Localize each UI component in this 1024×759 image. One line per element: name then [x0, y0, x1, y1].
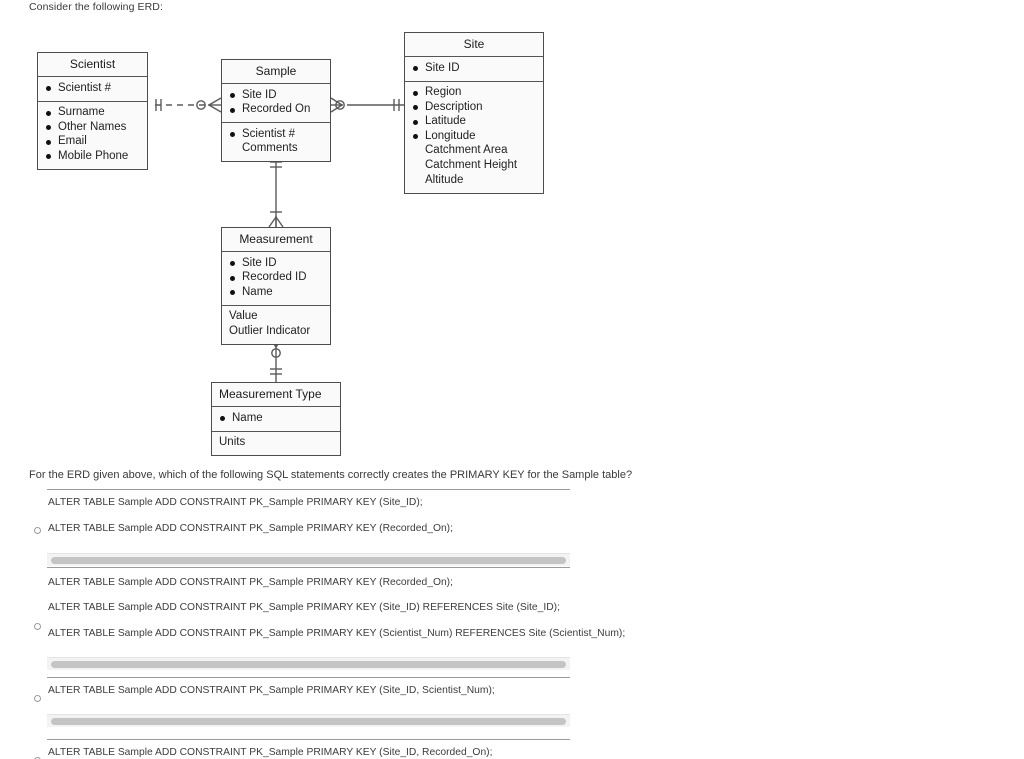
attribute-row: Outlier Indicator: [229, 324, 311, 337]
attribute-row: Site ID: [412, 61, 536, 76]
answer-option[interactable]: ALTER TABLE Sample ADD CONSTRAINT PK_Sam…: [0, 567, 1024, 670]
entity-scientist: Scientist Scientist # Surname Other Name…: [37, 52, 148, 170]
entity-key-section: Site ID Recorded On: [222, 83, 330, 122]
entity-title: Sample: [255, 64, 297, 78]
entity-measurement: Measurement Site ID Recorded ID Name Val…: [221, 227, 331, 345]
attribute-row: Scientist #: [45, 81, 140, 96]
entity-attr-section: Units: [212, 430, 340, 456]
answer-option[interactable]: ALTER TABLE Sample ADD CONSTRAINT PK_Sam…: [0, 489, 1024, 566]
option-line: ALTER TABLE Sample ADD CONSTRAINT PK_Sam…: [48, 602, 560, 614]
erd-diagram: Scientist Scientist # Surname Other Name…: [0, 0, 620, 462]
attribute-row: Name: [229, 285, 323, 300]
answer-option[interactable]: ALTER TABLE Sample ADD CONSTRAINT PK_Sam…: [0, 677, 1024, 727]
option-text-block: ALTER TABLE Sample ADD CONSTRAINT PK_Sam…: [0, 677, 1024, 696]
option-divider: [47, 739, 570, 740]
option-radio[interactable]: [34, 623, 41, 630]
entity-key-section: Name: [212, 406, 340, 431]
entity-title: Measurement Type: [219, 387, 322, 401]
scrollbar-thumb[interactable]: [51, 718, 566, 725]
option-line: ALTER TABLE Sample ADD CONSTRAINT PK_Sam…: [48, 685, 495, 696]
entity-title: Scientist: [69, 57, 116, 71]
attribute-row: Recorded ID: [229, 271, 323, 286]
entity-measurement-type: Measurement Type Name Units: [211, 382, 341, 457]
scrollbar-thumb[interactable]: [51, 557, 566, 564]
attribute-row: Site ID: [229, 256, 323, 271]
attribute-row: Description: [412, 100, 536, 115]
attribute-row: Other Names: [45, 120, 140, 135]
attribute-row: Value: [229, 310, 258, 323]
option-text-block: ALTER TABLE Sample ADD CONSTRAINT PK_Sam…: [0, 567, 1024, 639]
option-divider: [47, 567, 570, 568]
entity-sample: Sample Site ID Recorded On Scientist # C…: [221, 59, 331, 163]
attribute-row: Comments: [242, 142, 298, 155]
option-text-block: ALTER TABLE Sample ADD CONSTRAINT PK_Sam…: [0, 739, 1024, 758]
entity-key-section: Site ID Recorded ID Name: [222, 251, 330, 305]
attribute-row: Email: [45, 135, 140, 150]
attribute-row: Units: [219, 436, 246, 449]
option-radio[interactable]: [34, 757, 41, 759]
attribute-row: Recorded On: [229, 103, 323, 118]
entity-attr-section: Surname Other Names Email Mobile Phone: [38, 100, 147, 169]
answer-options-list: ALTER TABLE Sample ADD CONSTRAINT PK_Sam…: [0, 489, 1024, 759]
attribute-row: Mobile Phone: [45, 149, 140, 164]
attribute-row: Catchment Height: [425, 159, 518, 172]
option-radio[interactable]: [34, 695, 41, 702]
attribute-row: Site ID: [229, 88, 323, 103]
answer-option[interactable]: ALTER TABLE Sample ADD CONSTRAINT PK_Sam…: [0, 739, 1024, 759]
attribute-row: Region: [412, 86, 536, 101]
attribute-row: Surname: [45, 106, 140, 121]
entity-title: Site: [463, 37, 485, 51]
option-line: ALTER TABLE Sample ADD CONSTRAINT PK_Sam…: [48, 523, 453, 535]
attribute-row: Longitude: [412, 129, 536, 144]
option-scrollbar[interactable]: [47, 714, 570, 727]
option-line: ALTER TABLE Sample ADD CONSTRAINT PK_Sam…: [48, 627, 626, 639]
entity-key-section: Scientist #: [38, 76, 147, 101]
option-scrollbar[interactable]: [47, 657, 570, 670]
attribute-row: Catchment Area: [425, 144, 508, 157]
attribute-row: Scientist #: [229, 127, 323, 142]
option-divider: [47, 677, 570, 678]
entity-attr-section: Scientist # Comments: [222, 122, 330, 161]
option-scrollbar[interactable]: [47, 553, 570, 566]
entity-key-section: Site ID: [405, 56, 543, 81]
prompt-text: Consider the following ERD:: [29, 1, 164, 13]
option-line: ALTER TABLE Sample ADD CONSTRAINT PK_Sam…: [48, 577, 453, 588]
option-line: ALTER TABLE Sample ADD CONSTRAINT PK_Sam…: [48, 747, 493, 758]
question-text: For the ERD given above, which of the fo…: [29, 469, 633, 481]
entity-attr-section: Region Description Latitude Longitude Ca…: [405, 80, 543, 193]
entity-attr-section: Value Outlier Indicator: [222, 304, 330, 344]
option-line: ALTER TABLE Sample ADD CONSTRAINT PK_Sam…: [48, 497, 423, 508]
attribute-row: Name: [219, 411, 333, 426]
option-divider: [47, 489, 570, 490]
option-text-block: ALTER TABLE Sample ADD CONSTRAINT PK_Sam…: [0, 489, 1024, 535]
attribute-row: Latitude: [412, 115, 536, 130]
attribute-row: Altitude: [425, 173, 464, 186]
option-radio[interactable]: [34, 527, 41, 534]
entity-title: Measurement: [239, 232, 313, 246]
scrollbar-thumb[interactable]: [51, 661, 566, 668]
entity-site: Site Site ID Region Description Latitude…: [404, 32, 544, 194]
